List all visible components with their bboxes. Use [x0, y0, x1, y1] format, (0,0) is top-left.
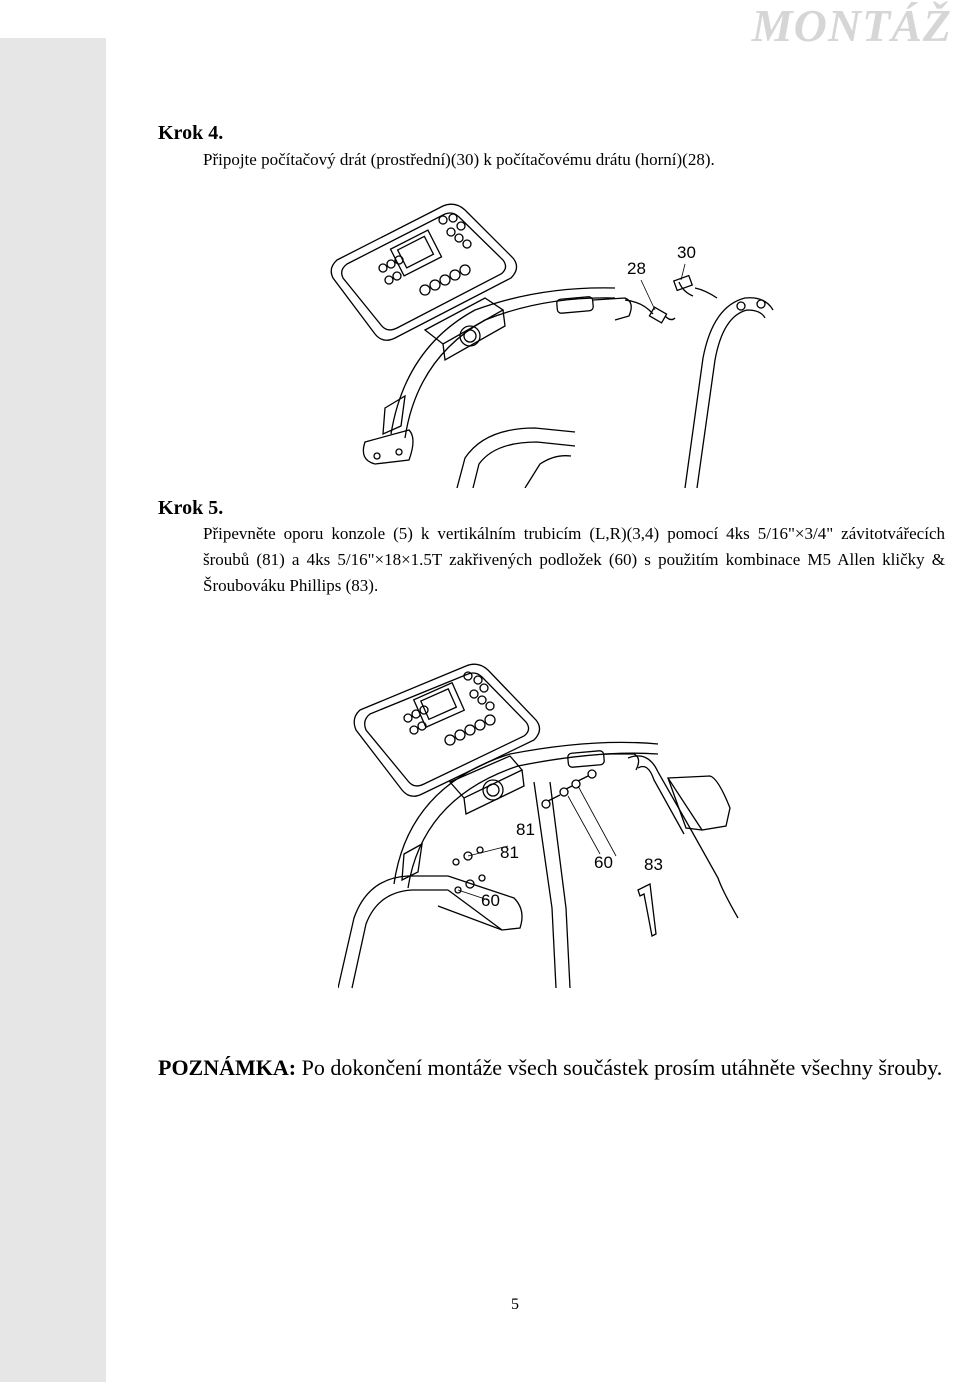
step5-label-81-top: 81 — [516, 820, 535, 839]
page-side-bar — [0, 38, 106, 1382]
step4-label-28: 28 — [627, 259, 646, 278]
step5-label-83: 83 — [644, 855, 663, 874]
step5-label-60-right: 60 — [594, 853, 613, 872]
step5-label-81-left: 81 — [500, 843, 519, 862]
page-number: 5 — [511, 1296, 519, 1313]
note-label: POZNÁMKA: — [158, 1055, 297, 1080]
step5-instruction: Připevněte oporu konzole (5) k vertikáln… — [203, 524, 945, 595]
section-header: MONTÁŽ — [751, 0, 952, 51]
step5-diagram: 81 81 60 83 60 — [338, 658, 778, 998]
step4-diagram: 28 30 — [325, 198, 795, 488]
step4-title: Krok 4. — [158, 122, 224, 144]
step5-title: Krok 5. — [158, 497, 224, 519]
step4-instruction: Připojte počítačový drát (prostřední)(30… — [203, 150, 715, 169]
note-text: Po dokončení montáže všech součástek pro… — [301, 1055, 943, 1080]
step4-label-30: 30 — [677, 243, 696, 262]
assembly-note: POZNÁMKA: Po dokončení montáže všech sou… — [158, 1052, 948, 1084]
step5-label-60-left: 60 — [481, 891, 500, 910]
